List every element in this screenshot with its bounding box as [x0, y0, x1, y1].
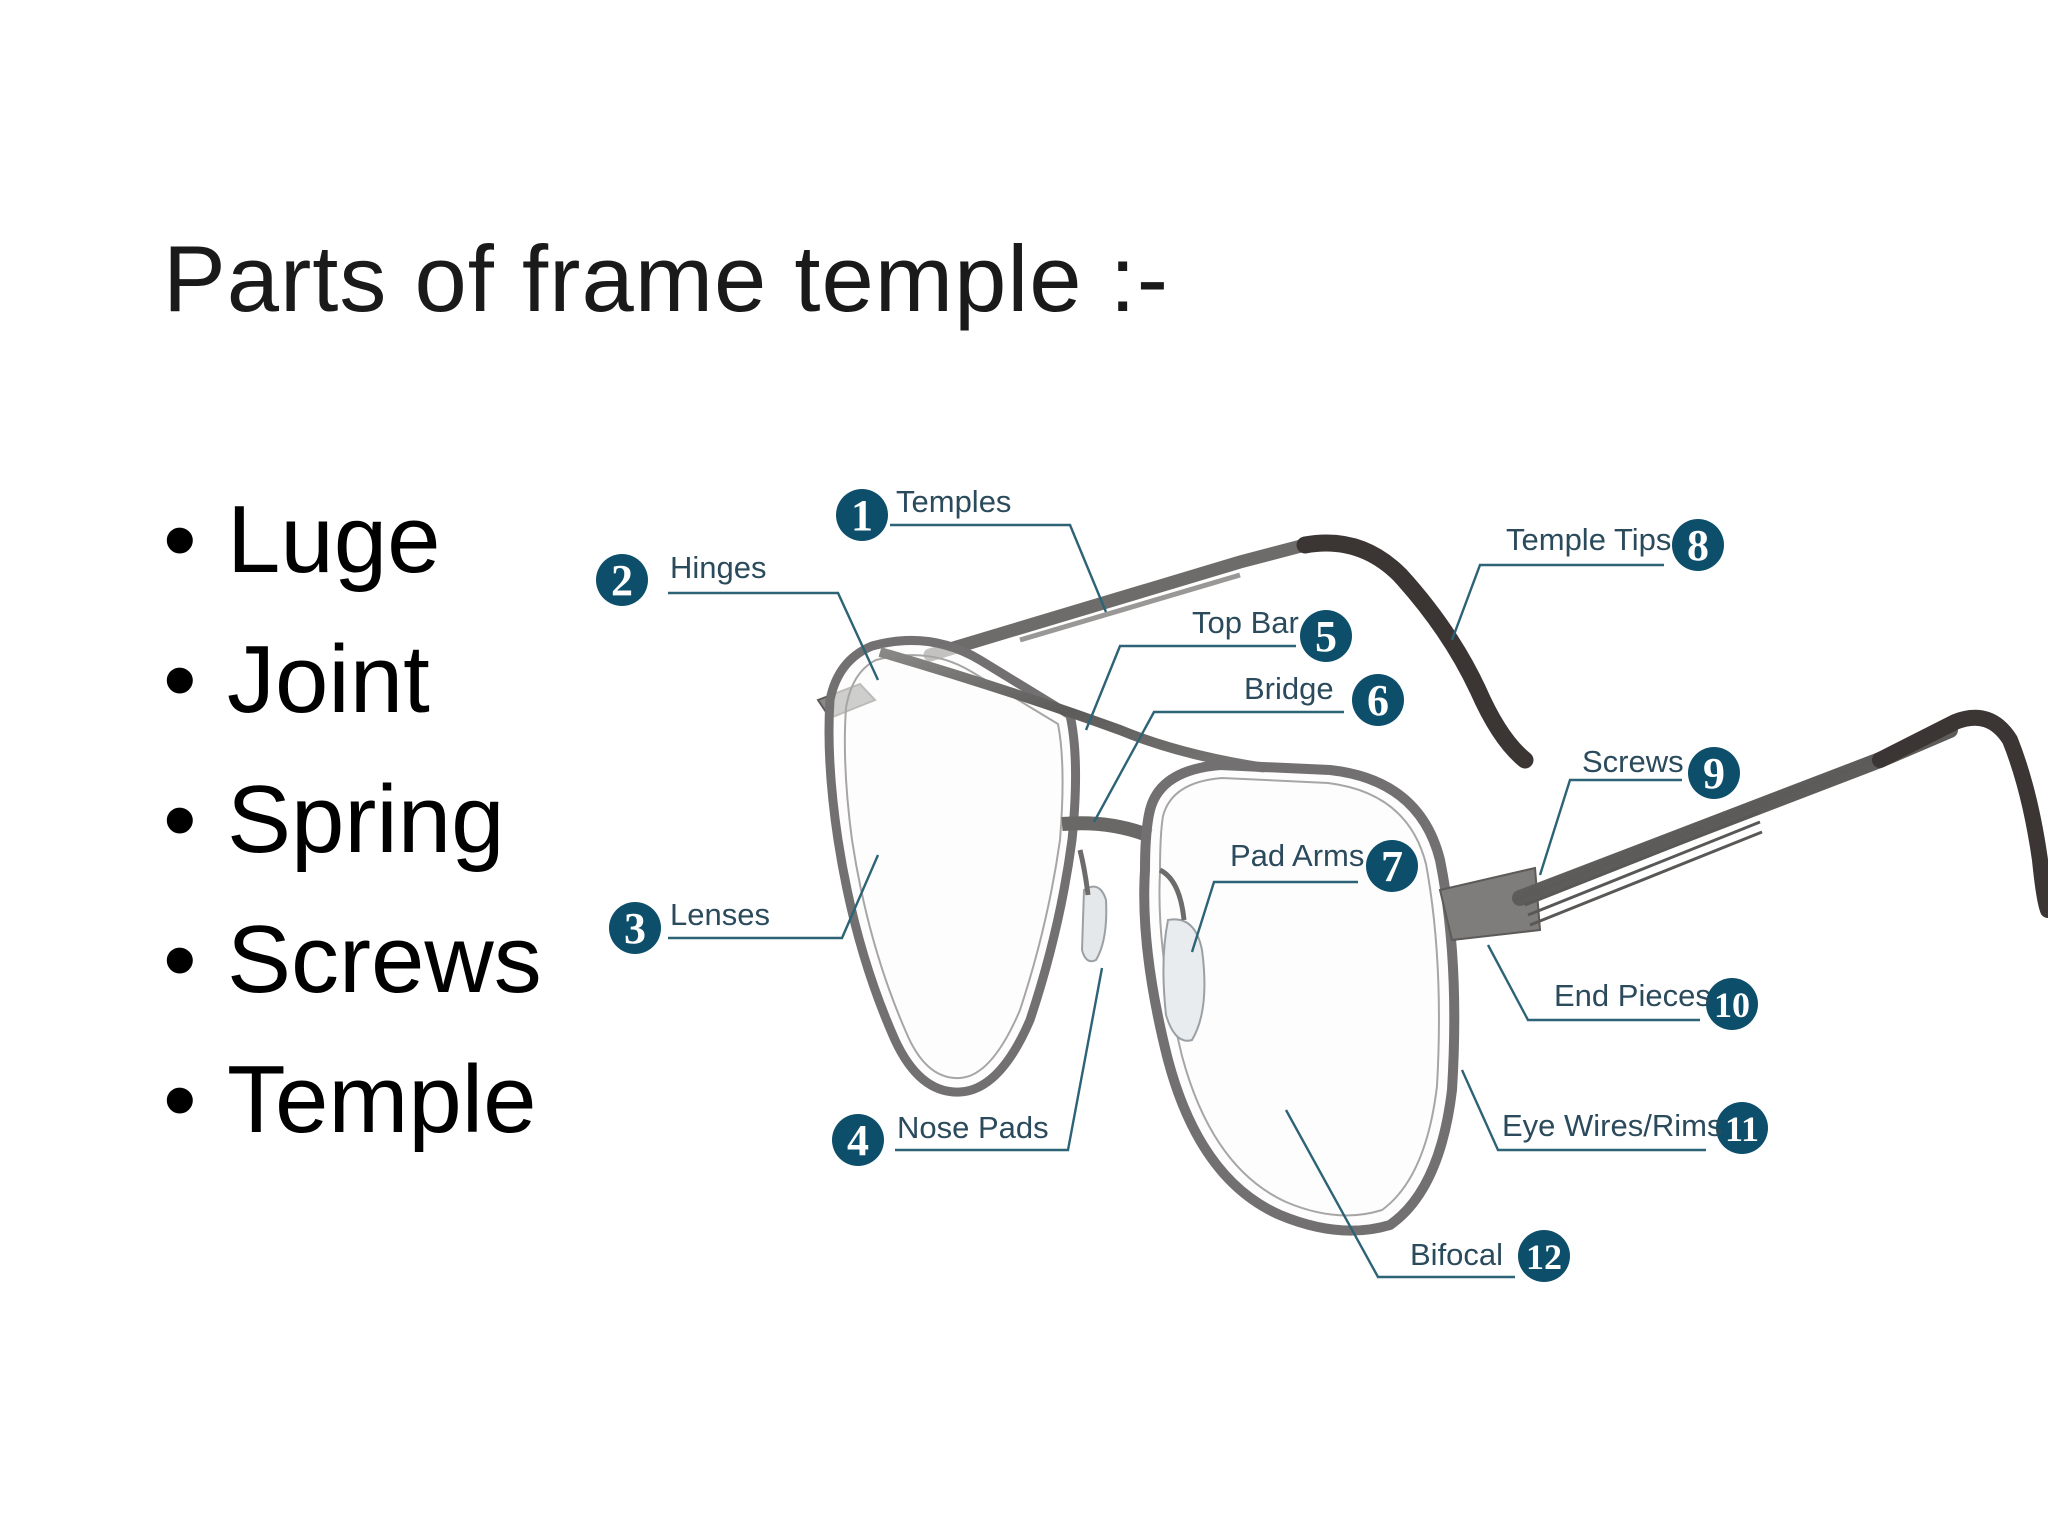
callout-badge	[1352, 674, 1404, 726]
callout-nose-pads: 4 Nose Pads	[832, 1110, 1049, 1166]
pad-arm-right	[1158, 867, 1187, 921]
left-nose-pad	[1080, 885, 1108, 963]
callout-label: Hinges	[670, 550, 767, 585]
bullet-text: Luge	[227, 486, 441, 593]
bullet-text: Spring	[227, 766, 505, 873]
callout-label: End Pieces	[1554, 978, 1711, 1013]
callout-screws: 9 Screws	[1582, 744, 1740, 799]
bullet-item: •Screws	[163, 906, 542, 1013]
callout-label: Nose Pads	[897, 1110, 1049, 1145]
callout-number: 2	[611, 556, 633, 605]
pad-arm-left	[1077, 849, 1091, 896]
leader-lenses	[668, 854, 880, 940]
bullet-text: Joint	[227, 626, 430, 733]
callout-badge	[1688, 747, 1740, 799]
front-temple-tip	[1872, 709, 2048, 918]
leader-temple-tips	[1450, 563, 1664, 641]
callout-label: Lenses	[670, 897, 770, 932]
leader-screws	[1538, 778, 1682, 876]
bullet-text: Screws	[227, 906, 542, 1013]
callout-number: 5	[1315, 612, 1337, 661]
callout-badge	[1518, 1230, 1570, 1282]
callout-number: 10	[1714, 985, 1750, 1025]
callout-badge	[1716, 1102, 1768, 1154]
callout-badge	[596, 554, 648, 606]
callout-number: 11	[1725, 1109, 1759, 1149]
callout-number: 8	[1687, 521, 1709, 570]
back-temple-tip	[1296, 534, 1534, 769]
callout-number: 1	[851, 491, 873, 540]
callout-badge	[1706, 978, 1758, 1030]
callout-badge	[832, 1114, 884, 1166]
left-rim-inner-line	[843, 654, 1064, 1080]
leader-bifocal	[1284, 1109, 1515, 1279]
callout-temple-tips: 8 Temple Tips	[1506, 519, 1724, 571]
leader-eye-wires	[1460, 1069, 1706, 1152]
callout-top-bar: 5 Top Bar	[1192, 605, 1352, 662]
callout-badge	[1366, 840, 1418, 892]
callout-number: 6	[1367, 676, 1389, 725]
leader-bridge	[1092, 710, 1344, 823]
callout-hinges: 2 Hinges	[596, 550, 767, 606]
callout-label: Bifocal	[1410, 1237, 1503, 1272]
bullet-item: •Temple	[163, 1046, 537, 1153]
callout-badge	[609, 902, 661, 954]
callout-number: 7	[1381, 842, 1403, 891]
leader-pad-arms	[1190, 880, 1358, 953]
callout-number: 3	[624, 904, 646, 953]
callout-label: Top Bar	[1192, 605, 1299, 640]
bullet-text: Temple	[227, 1046, 537, 1153]
leader-nose-pads	[895, 967, 1104, 1152]
right-end-piece	[1438, 866, 1542, 942]
leader-temples	[890, 523, 1108, 613]
bullet-item: •Joint	[163, 626, 430, 733]
right-nose-pad	[1162, 918, 1206, 1042]
callout-label: Eye Wires/Rims	[1502, 1108, 1722, 1143]
leader-hinges	[668, 591, 880, 681]
bullet-list: •Luge •Joint •Spring •Screws •Temple	[163, 470, 542, 1170]
bullet-item: •Luge	[163, 486, 441, 593]
callout-bridge: 6 Bridge	[1244, 671, 1404, 726]
callout-label: Temples	[896, 484, 1011, 519]
bullet-item: •Spring	[163, 766, 505, 873]
callout-number: 9	[1703, 749, 1725, 798]
temple-inscription	[1019, 572, 1241, 643]
callout-badge	[836, 489, 888, 541]
callout-label: Screws	[1582, 744, 1684, 779]
slide-title: Parts of frame temple :-	[163, 226, 1170, 331]
callout-end-pieces: 10 End Pieces	[1554, 978, 1758, 1030]
callout-label: Pad Arms	[1230, 838, 1364, 873]
callout-label: Temple Tips	[1506, 522, 1671, 557]
leader-top-bar	[1084, 644, 1296, 731]
callout-lenses: 3 Lenses	[609, 897, 770, 954]
callout-number: 12	[1526, 1237, 1562, 1277]
top-bar	[878, 647, 1266, 773]
left-rim	[824, 635, 1081, 1097]
leader-end-pieces	[1486, 944, 1700, 1022]
callout-number: 4	[847, 1116, 869, 1165]
callout-temples: 1 Temples	[836, 484, 1011, 541]
leader-lines	[668, 523, 1706, 1279]
callout-bifocal: 12 Bifocal	[1410, 1230, 1570, 1282]
front-temple-grooves	[1524, 810, 1763, 927]
callout-label: Bridge	[1244, 671, 1334, 706]
callout-badge	[1672, 519, 1724, 571]
callout-badge	[1300, 610, 1352, 662]
callout-eye-wires: 11 Eye Wires/Rims	[1502, 1102, 1768, 1154]
callout-pad-arms: 7 Pad Arms	[1230, 838, 1418, 892]
